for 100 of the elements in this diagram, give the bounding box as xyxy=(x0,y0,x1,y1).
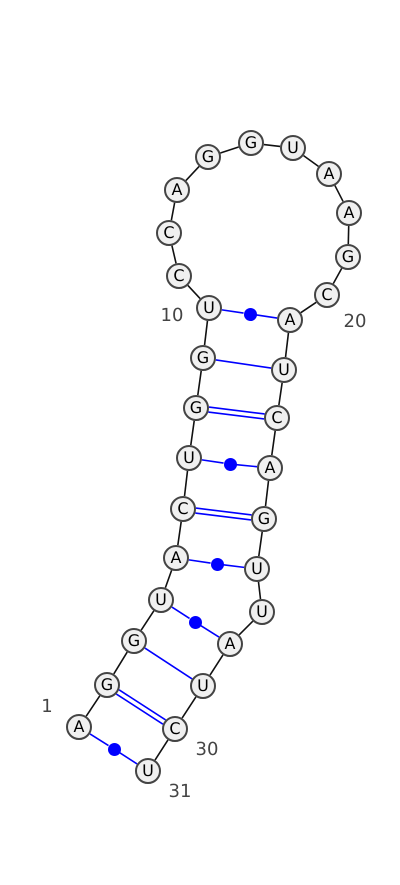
base-pair-line xyxy=(216,359,272,369)
base-pair-line xyxy=(236,464,258,468)
position-number: 10 xyxy=(160,306,184,326)
nucleotide-circle xyxy=(316,161,342,187)
base-pair-line xyxy=(171,606,190,620)
nucleotide-circle xyxy=(249,599,275,625)
nucleotide-circle xyxy=(280,135,306,161)
backbone-line xyxy=(264,480,270,506)
nucleotide-letter: C xyxy=(163,225,175,241)
nucleotide-circle xyxy=(148,587,174,613)
backbone-line xyxy=(348,226,350,244)
base-pair-line xyxy=(188,559,211,564)
position-number: 1 xyxy=(41,697,53,717)
nucleotide-letter: U xyxy=(251,561,263,577)
position-number: 30 xyxy=(196,740,218,760)
nucleotide-circle xyxy=(277,307,303,333)
nucleotide-circle xyxy=(183,395,209,421)
nucleotide-circle xyxy=(251,506,277,532)
nucleotide-letter: U xyxy=(142,763,154,779)
backbone-line xyxy=(209,654,224,676)
backbone-line xyxy=(154,740,169,760)
base-pair-line xyxy=(200,624,220,638)
nucleotide-letter: C xyxy=(321,287,333,303)
backbone-line xyxy=(284,332,290,358)
nucleotide-circle xyxy=(162,716,188,742)
nucleotide-circle xyxy=(238,130,264,156)
nucleotide-letter: G xyxy=(100,677,114,693)
backbone-line xyxy=(86,695,100,717)
position-number: 31 xyxy=(168,782,192,802)
backbone-line xyxy=(303,154,319,168)
nucleotide-letter: G xyxy=(190,400,202,416)
nucleotide-circle xyxy=(244,556,270,582)
nucleotide-circle xyxy=(66,714,92,740)
nucleotide-circle xyxy=(336,200,362,226)
backbone-line xyxy=(238,620,254,636)
nucleotide-circle xyxy=(164,177,190,203)
backbone-line xyxy=(170,202,176,220)
backbone-line xyxy=(171,245,177,264)
nucleotide-circle xyxy=(163,545,189,571)
base-pair-line xyxy=(119,752,138,765)
nucleotide-letter: U xyxy=(203,300,215,316)
nucleotide-circle xyxy=(170,496,196,522)
nucleotide-circle xyxy=(190,673,216,699)
base-pair-line xyxy=(256,314,278,319)
backbone-line xyxy=(184,470,188,496)
backbone-line xyxy=(190,420,195,446)
nucleotide-circle xyxy=(335,244,361,270)
nucleotide-letter: A xyxy=(284,312,296,328)
nucleotide-circle xyxy=(156,220,182,246)
nucleotide-circle xyxy=(196,295,222,321)
nucleotide-letter: U xyxy=(155,592,167,608)
nucleotide-letter: G xyxy=(196,350,210,366)
base-pair-line xyxy=(208,411,264,420)
nucleotide-circle xyxy=(257,455,283,481)
nucleotide-circle xyxy=(217,631,243,657)
backbone-line xyxy=(185,166,200,182)
base-pair-dot-icon xyxy=(210,558,224,570)
backbone-line xyxy=(278,382,283,406)
backbone-line xyxy=(220,146,239,154)
nucleotide-circle xyxy=(135,758,161,784)
base-pair-line xyxy=(202,459,224,464)
backbone-line xyxy=(197,370,202,396)
nucleotide-letter: A xyxy=(170,550,182,566)
base-pair-dot-icon xyxy=(188,616,202,628)
nucleotide-letter: G xyxy=(128,633,140,649)
nucleotide-letter: G xyxy=(342,249,354,265)
nucleotide-letter: A xyxy=(264,460,276,476)
backbone-line xyxy=(204,320,208,346)
backbone-line xyxy=(334,185,344,202)
nucleotide-letter: G xyxy=(202,149,214,165)
nucleotide-letter: U xyxy=(183,450,195,466)
backbone-line xyxy=(164,570,172,588)
backbone-line xyxy=(300,302,317,314)
base-pair-line xyxy=(90,733,109,746)
backbone-line xyxy=(264,144,280,148)
nucleotide-circle xyxy=(190,345,216,371)
base-pair-line xyxy=(144,647,193,680)
backbone-line xyxy=(271,430,276,456)
base-pair-dot-icon xyxy=(108,742,120,756)
nucleotide-circle xyxy=(264,405,290,431)
backbone-line xyxy=(258,582,262,600)
nucleotide-letter: A xyxy=(74,719,84,735)
backbone-line xyxy=(258,532,263,556)
base-pair-line xyxy=(195,512,252,521)
nucleotide-letter: C xyxy=(169,721,181,737)
backbone-line xyxy=(177,522,182,546)
nucleotide-letter: U xyxy=(197,678,209,694)
base-pair-line xyxy=(223,564,244,568)
backbone-line xyxy=(332,268,342,284)
base-pair-dot-icon xyxy=(244,308,256,320)
nucleotide-letter: A xyxy=(172,182,182,198)
nucleotide-circle xyxy=(176,445,202,471)
nucleotide-circle xyxy=(166,263,192,289)
nucleotide-circle xyxy=(271,357,297,383)
backbone-line xyxy=(187,284,201,300)
nucleotide-letter: A xyxy=(324,166,334,182)
nucleotide-letter: U xyxy=(287,140,299,156)
base-pair-line xyxy=(208,406,265,415)
backbone-line xyxy=(181,696,197,719)
base-pair-dot-icon xyxy=(224,458,236,470)
